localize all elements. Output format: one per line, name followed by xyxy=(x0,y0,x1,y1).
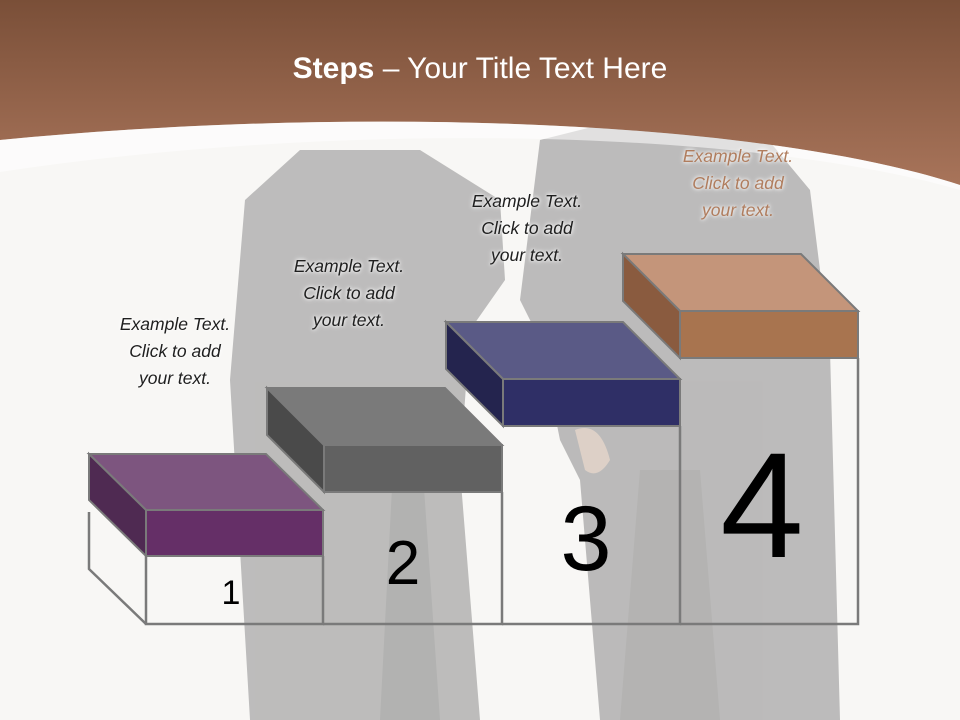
step-3-caption-line: your text. xyxy=(491,245,563,265)
step-3-caption-line: Example Text. xyxy=(471,191,583,211)
step-2-number: 2 xyxy=(386,529,420,598)
title-bold-word: Steps xyxy=(292,52,375,85)
step-1-number: 1 xyxy=(222,574,241,612)
step-4-lid xyxy=(620,251,861,361)
step-4-caption[interactable]: Example Text. Click to add your text. xyxy=(643,143,833,224)
step-1-lid xyxy=(86,451,326,559)
step-4-caption-line: Click to add xyxy=(692,173,784,193)
step-4-box xyxy=(680,358,860,626)
step-2-caption-line: your text. xyxy=(313,310,385,330)
step-2-caption-line: Click to add xyxy=(303,283,395,303)
step-3-caption-line: Click to add xyxy=(481,218,573,238)
step-3-number: 3 xyxy=(560,488,611,590)
step-1-caption-line: Click to add xyxy=(129,341,221,361)
step-1-box xyxy=(87,512,325,626)
step-1-caption-line: Example Text. xyxy=(119,314,231,334)
step-1-caption[interactable]: Example Text. Click to add your text. xyxy=(80,311,270,392)
step-3-lid xyxy=(443,319,683,429)
step-4-caption-line: your text. xyxy=(702,200,774,220)
step-1-caption-line: your text. xyxy=(139,368,211,388)
step-4-number: 4 xyxy=(720,421,803,589)
title-rest: – Your Title Text Here xyxy=(374,52,668,85)
step-2-caption-line: Example Text. xyxy=(293,256,405,276)
step-2-caption[interactable]: Example Text. Click to add your text. xyxy=(254,253,444,334)
step-2-lid xyxy=(264,385,505,495)
step-4-caption-line: Example Text. xyxy=(682,146,794,166)
slide-title[interactable]: Steps – Your Title Text Here xyxy=(0,52,960,86)
step-3-caption[interactable]: Example Text. Click to add your text. xyxy=(432,188,622,269)
